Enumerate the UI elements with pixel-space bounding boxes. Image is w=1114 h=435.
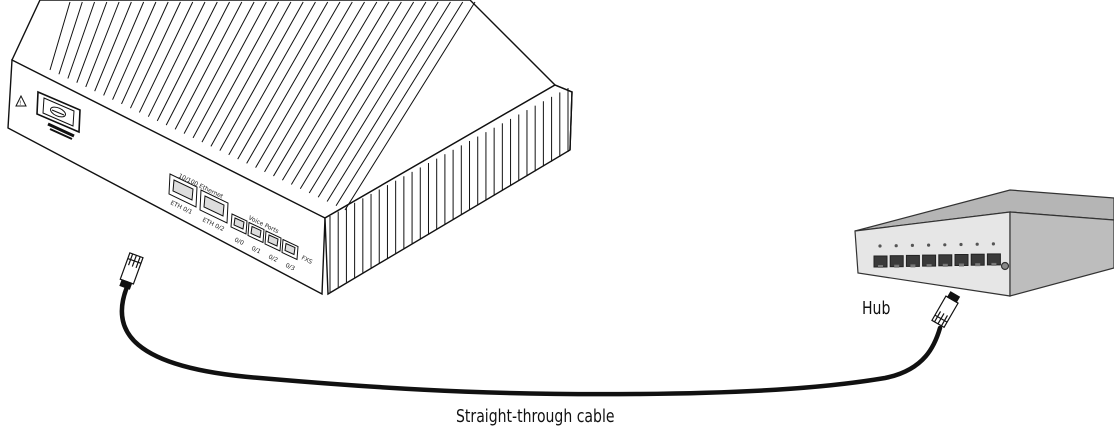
heatsink-fin [94, 1, 132, 92]
router-heatsink-fins [49, 1, 569, 292]
hub-port-notch [910, 264, 916, 268]
voice-port-label: 0/3 [284, 262, 296, 273]
voice-port-socket [250, 225, 262, 239]
heatsink-fin [246, 1, 341, 164]
voice-port-label: 0/0 [233, 237, 245, 248]
heatsink-fin [210, 1, 292, 147]
voice-port-socket [233, 217, 245, 230]
hub-side [1009, 211, 1114, 297]
voice-port-socket [284, 242, 296, 256]
heatsink-fin [192, 1, 267, 139]
heatsink-fin [201, 1, 280, 143]
voice-port-label: 0/2 [267, 254, 279, 265]
heatsink-fin [112, 1, 157, 100]
heatsink-fin [58, 1, 83, 75]
warning-icon [15, 94, 27, 107]
hub-led [927, 243, 931, 247]
heatsink-fin [85, 1, 120, 88]
hub-led [991, 242, 996, 246]
voice-port-labels: 0/0 0/1 0/2 0/3 [233, 237, 296, 273]
hub-port-notch [894, 264, 900, 268]
voice-port-label: 0/1 [250, 245, 262, 256]
heatsink-fin [103, 1, 145, 96]
heatsink-fin [49, 1, 71, 71]
heatsink-fin [138, 1, 194, 113]
heatsink-fin [255, 1, 353, 168]
heatsink-fin [237, 1, 329, 160]
heatsink-fin [67, 1, 96, 79]
cable-label: Straight-through cable [456, 406, 615, 427]
hub-led [959, 242, 963, 247]
svg-text:!: ! [19, 100, 21, 107]
straight-through-cable [119, 284, 943, 397]
heatsink-fin [281, 1, 390, 181]
heatsink-fin [76, 1, 108, 83]
heatsink-fin [121, 1, 169, 105]
power-area: ! [15, 90, 81, 140]
heatsink-fin [156, 1, 218, 122]
heatsink-fin [326, 1, 451, 202]
heatsink-fin [174, 1, 243, 130]
hub-led [878, 244, 882, 248]
hub-power-led [1000, 261, 1010, 271]
heatsink-fin [273, 1, 378, 177]
hub-port-notch [959, 263, 964, 267]
hub-port-notch [878, 265, 883, 268]
hub-device [854, 189, 1114, 297]
router-front-panel [7, 58, 326, 296]
heatsink-fin [264, 1, 365, 173]
rj45-plug-icon [931, 291, 961, 329]
voice-ports [230, 213, 299, 261]
heatsink-fin [165, 1, 230, 126]
heatsink-fin [308, 1, 427, 194]
hub-ports [873, 242, 1001, 268]
hub-led [894, 244, 898, 248]
heatsink-fin [317, 1, 439, 198]
heatsink-fin [344, 1, 476, 211]
hub-port-notch [926, 264, 932, 268]
hub-port-notch [975, 263, 981, 267]
heatsink-fin [335, 1, 464, 207]
heatsink-fin [130, 1, 181, 109]
heatsink-fin [219, 1, 304, 151]
voice-type-label: FXS [300, 255, 313, 266]
ethernet-ports [168, 173, 229, 224]
rj45-plug-icon [119, 252, 144, 290]
hub-led [975, 242, 979, 246]
hub-led [910, 243, 915, 247]
hub-led [943, 243, 947, 247]
heatsink-fin [183, 1, 255, 134]
heatsink-fin [299, 1, 415, 190]
hub-label: Hub [862, 298, 891, 319]
hub-port-notch [991, 262, 997, 266]
heatsink-fin [290, 1, 402, 185]
hub-port-notch [942, 263, 948, 267]
heatsink-fin [147, 1, 206, 117]
heatsink-fin [228, 1, 316, 156]
voice-port-socket [267, 234, 279, 247]
